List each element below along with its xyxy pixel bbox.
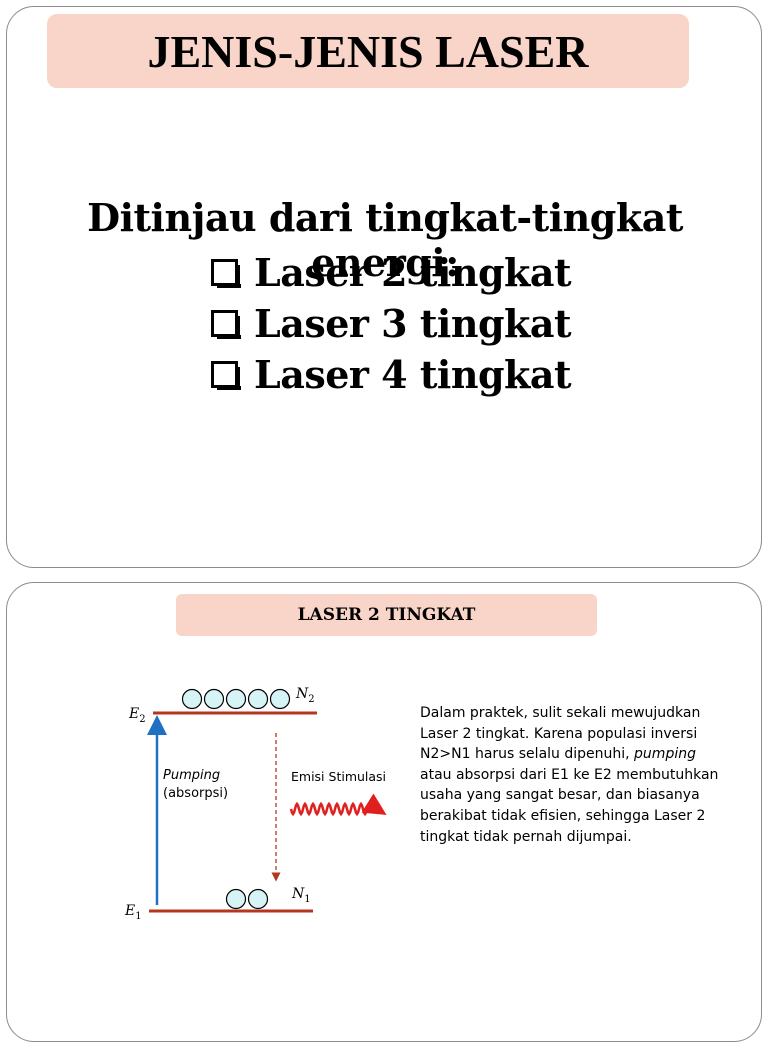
- absorpsi-label: (absorpsi): [163, 786, 228, 801]
- list-item-label: Laser 3 tingkat: [254, 301, 572, 346]
- slide-subtitle: LASER 2 TINGKAT: [297, 605, 476, 625]
- atom-icon: [225, 888, 247, 910]
- subtitle-banner: LASER 2 TINGKAT: [176, 594, 597, 636]
- list-item-label: Laser 2 tingkat: [254, 250, 572, 295]
- description-part-1: Dalam praktek, sulit sekali mewujudkan L…: [420, 705, 701, 763]
- n2-atom-group: [181, 688, 291, 710]
- n1-label: N1: [291, 886, 311, 905]
- description-part-2: atau absorpsi dari E1 ke E2 membutuhkan …: [420, 766, 719, 845]
- e1-label: E1: [124, 903, 142, 922]
- n1-atom-group: [225, 888, 269, 910]
- n2-label: N2: [295, 686, 315, 705]
- slide-laser-2-tingkat: LASER 2 TINGKAT E2 E1 N2 N1 Pumping (abs…: [6, 582, 762, 1042]
- emisi-stimulasi-label: Emisi Stimulasi: [291, 769, 386, 784]
- atom-icon: [203, 688, 225, 710]
- photon-wave-icon: [289, 793, 387, 817]
- list-item-label: Laser 4 tingkat: [254, 352, 572, 397]
- atom-icon: [225, 688, 247, 710]
- checkbox-icon: [211, 259, 241, 288]
- description-pumping-word: pumping: [634, 746, 696, 763]
- checkbox-icon: [211, 361, 241, 390]
- list-item: Laser 4 tingkat: [211, 349, 572, 400]
- pumping-label: Pumping: [163, 768, 220, 783]
- slide-title: JENIS-JENIS LASER: [147, 25, 589, 77]
- checkbox-icon: [211, 310, 241, 339]
- e2-label: E2: [128, 706, 146, 725]
- slide-jenis-laser: JENIS-JENIS LASER Ditinjau dari tingkat-…: [6, 6, 762, 568]
- atom-icon: [247, 888, 269, 910]
- atom-icon: [247, 688, 269, 710]
- energy-level-diagram: E2 E1 N2 N1 Pumping (absorpsi) Emisi Sti…: [124, 686, 387, 922]
- title-banner: JENIS-JENIS LASER: [47, 14, 689, 88]
- lead-text: Ditinjau dari tingkat-tingkat energi:: [87, 195, 683, 285]
- list-item: Laser 3 tingkat: [211, 298, 572, 349]
- description-text: Dalam praktek, sulit sekali mewujudkan L…: [420, 703, 720, 847]
- laser-type-list: Laser 2 tingkat Laser 3 tingkat Laser 4 …: [211, 247, 572, 400]
- atom-icon: [269, 688, 291, 710]
- atom-icon: [181, 688, 203, 710]
- list-item: Laser 2 tingkat: [211, 247, 572, 298]
